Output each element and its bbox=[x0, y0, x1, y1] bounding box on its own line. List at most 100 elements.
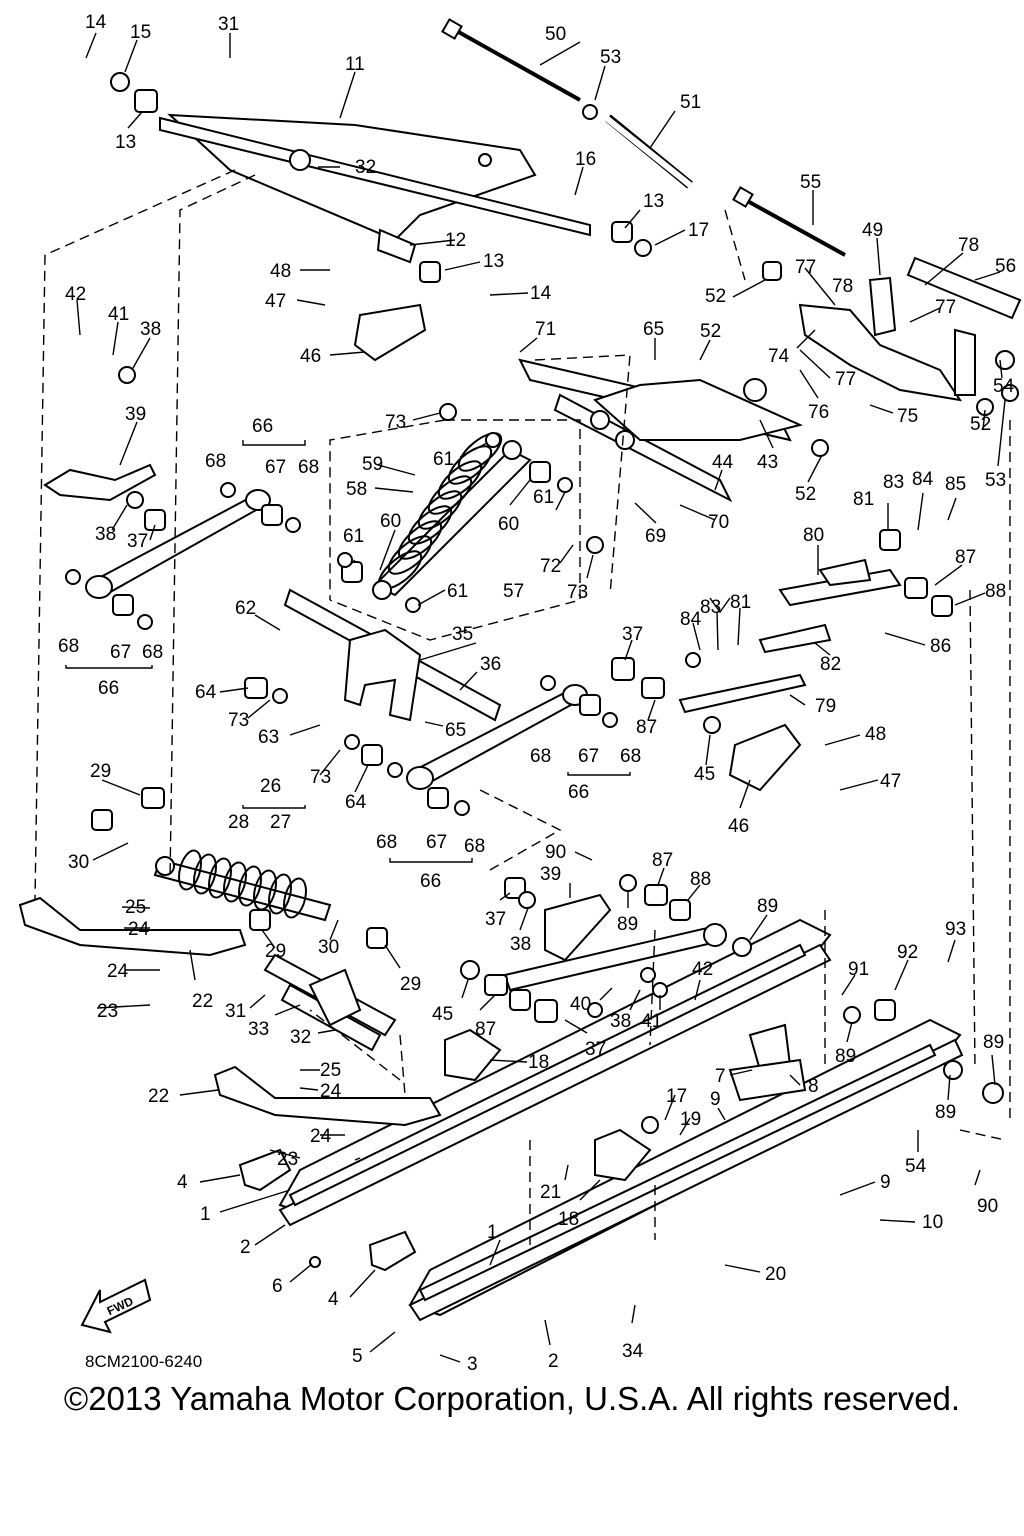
callout: 88 bbox=[985, 581, 1006, 602]
callout: 19 bbox=[680, 1109, 701, 1130]
callout: 26 bbox=[260, 776, 281, 797]
callout: 87 bbox=[475, 1019, 496, 1040]
callout: 86 bbox=[930, 636, 951, 657]
callout: 37 bbox=[585, 1039, 606, 1060]
callout: 34 bbox=[622, 1341, 644, 1362]
callout: 39 bbox=[540, 864, 561, 885]
callout: 18 bbox=[558, 1209, 579, 1230]
callout: 3 bbox=[467, 1354, 478, 1375]
callout: 65 bbox=[445, 720, 466, 741]
callout: 31 bbox=[218, 14, 239, 35]
callout: 59 bbox=[362, 454, 383, 475]
callout: 89 bbox=[983, 1032, 1004, 1053]
callout: 66 bbox=[98, 678, 119, 699]
callout: 48 bbox=[865, 724, 886, 745]
callout: 48 bbox=[270, 261, 291, 282]
callout: 15 bbox=[130, 22, 151, 43]
callout: 18 bbox=[528, 1052, 549, 1073]
middle-rod-assembly bbox=[406, 684, 588, 790]
callout: 24 bbox=[107, 961, 129, 982]
washers bbox=[65, 72, 1019, 1268]
callout: 30 bbox=[68, 852, 89, 873]
callout: 71 bbox=[535, 319, 556, 340]
callout: 67 bbox=[578, 746, 599, 767]
callout: 13 bbox=[483, 251, 504, 272]
callout: 10 bbox=[922, 1212, 943, 1233]
callout: 32 bbox=[355, 157, 376, 178]
callout: 54 bbox=[905, 1156, 927, 1177]
callout: 58 bbox=[346, 479, 367, 500]
callout: 57 bbox=[503, 581, 524, 602]
callout: 78 bbox=[832, 276, 853, 297]
callout: 42 bbox=[692, 959, 713, 980]
callout: 29 bbox=[265, 941, 286, 962]
callout: 68 bbox=[464, 836, 485, 857]
callout: 9 bbox=[710, 1089, 721, 1110]
callout: 62 bbox=[235, 598, 256, 619]
callout: 9 bbox=[880, 1172, 891, 1193]
upper-pivot-arm bbox=[159, 113, 591, 264]
callout: 6 bbox=[272, 1276, 283, 1297]
callout: 53 bbox=[985, 470, 1006, 491]
callout: 22 bbox=[148, 1086, 169, 1107]
callout: 75 bbox=[897, 406, 918, 427]
callout: 77 bbox=[935, 297, 956, 318]
callout: 67 bbox=[426, 832, 447, 853]
callout: 24 bbox=[128, 919, 150, 940]
callout: 46 bbox=[300, 346, 321, 367]
callout: 35 bbox=[452, 624, 473, 645]
copyright-notice: ©2013 Yamaha Motor Corporation, U.S.A. A… bbox=[63, 1380, 961, 1417]
callout: 11 bbox=[345, 54, 365, 75]
callout: 61 bbox=[533, 487, 554, 508]
callout: 70 bbox=[708, 512, 729, 533]
callout-labels: 14 15 31 50 53 11 13 32 51 16 13 17 12 1… bbox=[58, 12, 1016, 1375]
callout: 25 bbox=[320, 1060, 341, 1081]
callout: 91 bbox=[848, 959, 869, 980]
callout: 68 bbox=[205, 451, 226, 472]
callout: 13 bbox=[115, 132, 136, 153]
callout: 64 bbox=[195, 682, 217, 703]
callout: 12 bbox=[445, 230, 466, 251]
callout: 23 bbox=[97, 1001, 118, 1022]
callout: 83 bbox=[700, 597, 721, 618]
callout: 2 bbox=[548, 1351, 559, 1372]
callout: 73 bbox=[310, 767, 331, 788]
front-arm-assembly bbox=[518, 358, 804, 503]
callout: 4 bbox=[177, 1172, 188, 1193]
callout: 24 bbox=[320, 1081, 342, 1102]
callout: 27 bbox=[270, 812, 291, 833]
callout: 17 bbox=[688, 220, 709, 241]
right-skid-rail bbox=[408, 1018, 964, 1322]
front-stoppers bbox=[238, 1148, 417, 1272]
callout: 45 bbox=[432, 1004, 453, 1025]
callout: 1 bbox=[200, 1204, 211, 1225]
callout: 73 bbox=[385, 412, 406, 433]
callout: 76 bbox=[808, 402, 829, 423]
callout: 2 bbox=[240, 1237, 251, 1258]
callout: 84 bbox=[680, 609, 702, 630]
callout: 73 bbox=[567, 582, 588, 603]
callout: 56 bbox=[995, 256, 1016, 277]
wear-skid-upper bbox=[18, 896, 247, 957]
callout: 43 bbox=[757, 452, 778, 473]
callout: 61 bbox=[343, 526, 364, 547]
callout: 4 bbox=[328, 1289, 339, 1310]
rear-pivot-assembly bbox=[263, 953, 397, 1052]
callout: 29 bbox=[400, 974, 421, 995]
callout: 38 bbox=[510, 934, 531, 955]
callout: 16 bbox=[575, 149, 596, 170]
callout: 77 bbox=[835, 369, 856, 390]
callout: 89 bbox=[757, 896, 778, 917]
bushings-collars bbox=[91, 89, 953, 1023]
callout: 72 bbox=[540, 556, 561, 577]
callout: 25 bbox=[125, 897, 146, 918]
kit-brackets bbox=[65, 440, 731, 863]
callout: 83 bbox=[883, 472, 904, 493]
callout: 1 bbox=[487, 1222, 498, 1243]
callout: 66 bbox=[420, 871, 441, 892]
callout: 20 bbox=[765, 1264, 786, 1285]
lower-center-arm bbox=[503, 893, 727, 992]
callout: 52 bbox=[795, 484, 816, 505]
callout: 89 bbox=[835, 1046, 856, 1067]
wear-skid-lower bbox=[213, 1065, 442, 1127]
